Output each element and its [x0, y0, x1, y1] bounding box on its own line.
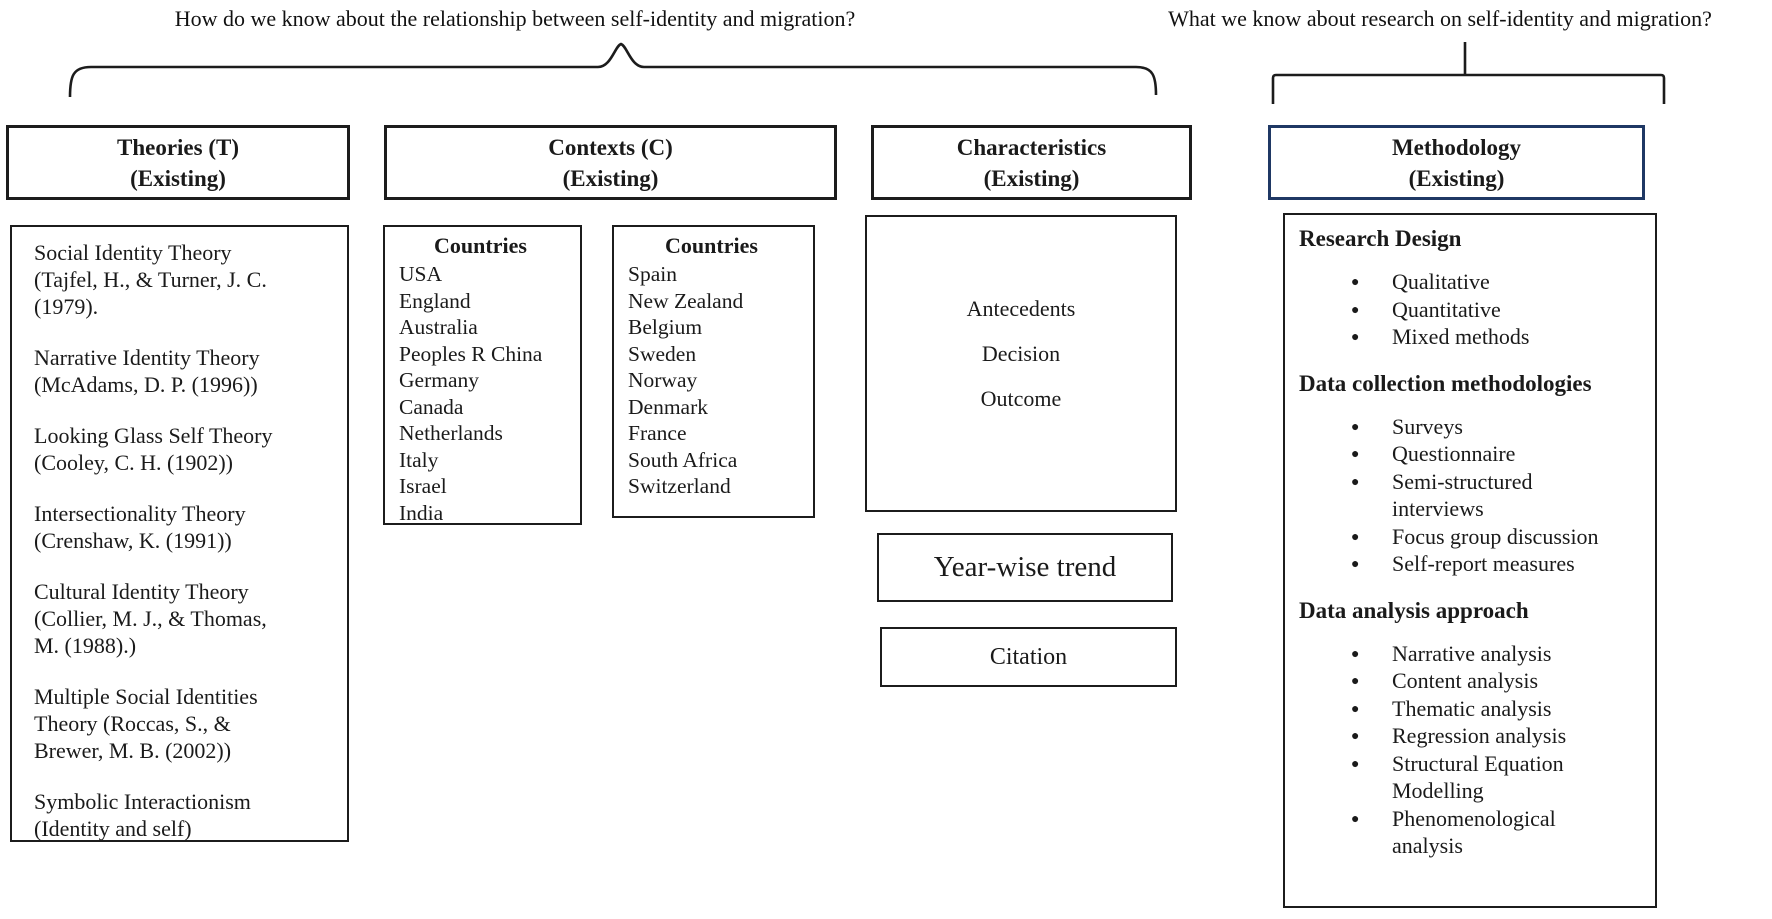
- header-characteristics-subtitle: (Existing): [983, 165, 1080, 191]
- country-item: England: [399, 288, 471, 313]
- characteristics-box: Antecedents Decision Outcome: [865, 215, 1177, 512]
- bullet-item: Self-report measures: [1351, 550, 1645, 578]
- citation-label: Citation: [989, 643, 1068, 670]
- header-characteristics: Characteristics (Existing): [871, 125, 1192, 200]
- header-theories-subtitle: (Existing): [130, 165, 226, 191]
- citation-box: Citation: [880, 627, 1177, 687]
- theory-item: Intersectionality Theory (Crenshaw, K. (…: [34, 501, 246, 553]
- methodology-bullet-list: Surveys Questionnaire Semi-structured in…: [1299, 413, 1645, 578]
- header-methodology-title: Methodology: [1391, 134, 1522, 160]
- header-methodology-subtitle: (Existing): [1408, 165, 1505, 191]
- country-item: New Zealand: [628, 288, 744, 313]
- theory-item: Looking Glass Self Theory (Cooley, C. H.…: [34, 423, 273, 475]
- country-item: Canada: [399, 394, 464, 419]
- methodology-box: Research Design Qualitative Quantitative…: [1283, 213, 1657, 908]
- bullet-item: Quantitative: [1351, 296, 1645, 323]
- bullet-item: Focus group discussion: [1351, 523, 1645, 550]
- country-item: France: [628, 421, 687, 445]
- country-item: Italy: [399, 447, 439, 472]
- theory-item: Narrative Identity Theory (McAdams, D. P…: [34, 345, 260, 397]
- country-item: Belgium: [628, 315, 703, 339]
- bullet-item: Phenomenological analysis: [1351, 805, 1645, 860]
- countries-box-1: Countries USA England Australia Peoples …: [383, 225, 582, 525]
- country-item: Germany: [399, 368, 479, 392]
- bullet-item: Mixed methods: [1351, 323, 1645, 351]
- country-item: USA: [399, 262, 443, 286]
- methodology-bullet-list: Qualitative Quantitative Mixed methods: [1299, 268, 1645, 351]
- bullet-item: Qualitative: [1351, 268, 1645, 296]
- country-item: Israel: [399, 474, 447, 498]
- theory-item: Multiple Social Identities Theory (Rocca…: [34, 684, 258, 763]
- country-item: Australia: [399, 315, 478, 339]
- braces-layer: [68, 42, 1666, 104]
- countries-box-1-title: Countries: [434, 233, 527, 258]
- country-item: India: [399, 500, 444, 525]
- characteristic-item: Decision: [981, 341, 1061, 366]
- year-wise-trend-label: Year-wise trend: [933, 551, 1117, 583]
- methodology-section-heading: Research Design: [1299, 226, 1462, 251]
- bullet-item: Narrative analysis: [1351, 640, 1645, 667]
- country-item: Switzerland: [628, 474, 731, 498]
- methodology-bullet-list: Narrative analysis Content analysis Them…: [1299, 640, 1645, 860]
- country-item: Netherlands: [399, 421, 503, 445]
- bullet-item: Surveys: [1351, 413, 1645, 440]
- theory-item: Cultural Identity Theory (Collier, M. J.…: [34, 579, 267, 658]
- theory-item: Symbolic Interactionism (Identity and se…: [34, 789, 251, 841]
- country-item: Norway: [628, 368, 698, 392]
- bullet-item: Structural Equation Modelling: [1351, 750, 1645, 805]
- countries-box-2: Countries Spain New Zealand Belgium Swed…: [612, 225, 815, 518]
- country-item: Denmark: [628, 394, 708, 419]
- header-contexts: Contexts (C) (Existing): [384, 125, 837, 200]
- right-bracket: [1271, 73, 1666, 104]
- bullet-item: Content analysis: [1351, 667, 1645, 695]
- methodology-section-heading: Data collection methodologies: [1299, 370, 1592, 396]
- countries-box-2-title: Countries: [665, 233, 758, 258]
- country-item: Spain: [628, 262, 677, 286]
- header-contexts-subtitle: (Existing): [562, 165, 659, 191]
- characteristic-item: Outcome: [980, 386, 1062, 411]
- bullet-item: Semi-structured interviews: [1351, 468, 1645, 523]
- question-right: What we know about research on self-iden…: [1168, 6, 1712, 31]
- header-theories-title: Theories (T): [116, 134, 239, 160]
- country-item: South Africa: [628, 447, 738, 472]
- country-item: Sweden: [628, 341, 697, 366]
- header-characteristics-title: Characteristics: [956, 134, 1107, 160]
- year-wise-trend-box: Year-wise trend: [877, 533, 1173, 602]
- bullet-item: Regression analysis: [1351, 722, 1645, 750]
- header-methodology: Methodology (Existing): [1268, 125, 1645, 200]
- characteristic-item: Antecedents: [966, 296, 1076, 321]
- theories-list-box: Social Identity Theory (Tajfel, H., & Tu…: [10, 225, 349, 842]
- country-item: Peoples R China: [399, 341, 543, 366]
- bullet-item: Questionnaire: [1351, 440, 1645, 468]
- left-curly-brace: [68, 42, 1158, 98]
- theory-item: Social Identity Theory (Tajfel, H., & Tu…: [34, 240, 267, 319]
- methodology-section-heading: Data analysis approach: [1299, 597, 1529, 623]
- bullet-item: Thematic analysis: [1351, 695, 1645, 722]
- question-left: How do we know about the relationship be…: [174, 6, 856, 31]
- header-theories: Theories (T) (Existing): [6, 125, 350, 200]
- header-contexts-title: Contexts (C): [548, 134, 673, 160]
